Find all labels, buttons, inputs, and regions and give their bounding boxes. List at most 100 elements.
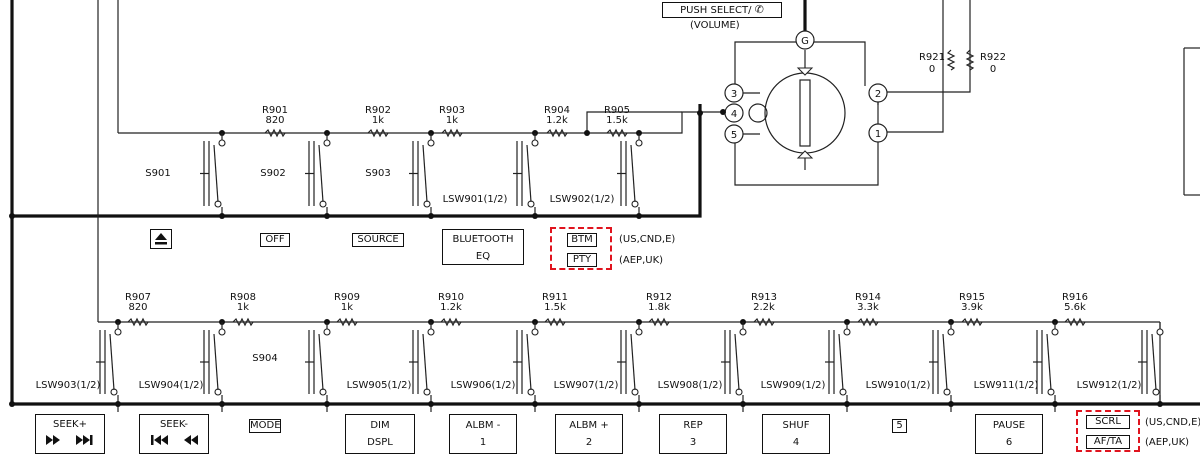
switch-label: LSW908(1/2) xyxy=(658,380,723,391)
resistor-value: 5.6k xyxy=(1064,302,1086,313)
switch-2 xyxy=(305,133,331,216)
bottom-switch-9 xyxy=(929,322,955,404)
switch-label: LSW907(1/2) xyxy=(554,380,619,391)
switch-label: S902 xyxy=(260,168,285,179)
seek-minus-button-label: SEEK- xyxy=(139,414,209,454)
resistor-r903 xyxy=(441,128,463,138)
bottom-switch-9-part xyxy=(942,333,948,391)
push-select-button-label: PUSH SELECT/ ✆ xyxy=(662,2,782,18)
mode-button-label: MODE xyxy=(249,419,281,433)
junction-dot xyxy=(636,401,642,407)
junction-dot xyxy=(1157,401,1163,407)
switch-label: LSW906(1/2) xyxy=(451,380,516,391)
switch-4 xyxy=(513,133,539,216)
resistor-name: R901 xyxy=(262,105,288,116)
resistor-r908 xyxy=(232,317,254,327)
top-chain-to-pin4 xyxy=(640,111,723,134)
resistor-r907 xyxy=(127,317,149,327)
bottom-switch-8-part xyxy=(843,328,851,336)
resistor-r911 xyxy=(544,317,566,327)
resistor-r904 xyxy=(546,128,568,138)
resistor-value: 1.2k xyxy=(440,302,462,313)
switch-label: LSW903(1/2) xyxy=(36,380,101,391)
circuit-components xyxy=(9,30,1164,407)
switch-3-part xyxy=(422,144,428,203)
switch-label: LSW911(1/2) xyxy=(974,380,1039,391)
knob-pin-1-number: 1 xyxy=(875,129,881,140)
knob-pin-4-number: 4 xyxy=(731,109,737,120)
resistor-value: 820 xyxy=(265,115,284,126)
switch-label: LSW904(1/2) xyxy=(139,380,204,391)
bottom-switch-6-part xyxy=(635,328,643,336)
bottom-switch-8-part xyxy=(838,333,844,391)
switch-4-part xyxy=(531,139,539,147)
shuf-button-label: SHUF 4 xyxy=(762,414,830,454)
bottom-switch-7-part xyxy=(734,333,740,391)
resistor-name: R922 xyxy=(980,52,1006,63)
scrl-button-label: SCRL xyxy=(1086,415,1130,429)
junction-dot xyxy=(219,213,225,219)
volume-label: (VOLUME) xyxy=(690,20,740,31)
bottom-switch-4 xyxy=(409,322,435,404)
resistor-r916 xyxy=(1064,317,1086,327)
resistor-r901 xyxy=(264,128,286,138)
resistor-name: R912 xyxy=(646,292,672,303)
knob-pin-3-number: 3 xyxy=(731,89,737,100)
resistor-value: 1k xyxy=(372,115,384,126)
junction-dot xyxy=(9,213,15,219)
switch-2-part xyxy=(323,139,331,147)
knob-pin-g-number: G xyxy=(801,36,809,47)
top-ground-bus xyxy=(12,104,702,218)
switch-label: LSW905(1/2) xyxy=(347,380,412,391)
switch-1-part xyxy=(213,144,219,203)
bottom-switch-6-part xyxy=(630,333,636,391)
albm-plus-button-label: ALBM + 2 xyxy=(555,414,623,454)
resistor-r922 xyxy=(965,49,975,71)
switch-3 xyxy=(409,133,435,216)
switch-label: LSW902(1/2) xyxy=(550,194,615,205)
pause-button-label: PAUSE 6 xyxy=(975,414,1043,454)
knob-pin-2-number: 2 xyxy=(875,89,881,100)
seek-plus-button-label: SEEK+ xyxy=(35,414,105,454)
resistor-r921 xyxy=(946,49,956,71)
resistor-name: R905 xyxy=(604,105,630,116)
resistor-value: 0 xyxy=(929,64,935,75)
junction-dot xyxy=(532,213,538,219)
resistor-value: 2.2k xyxy=(753,302,775,313)
btm-button-label: BTM xyxy=(567,233,597,247)
bottom-switch-1-part xyxy=(109,333,115,391)
resistor-r910 xyxy=(440,317,462,327)
switch-1-part xyxy=(218,139,226,147)
junction-dot xyxy=(324,213,330,219)
scrl-region-text: (US,CND,E) xyxy=(1145,417,1200,428)
five-button-label: 5 xyxy=(892,419,907,433)
resistor-r905 xyxy=(606,128,628,138)
switch-label: S904 xyxy=(252,353,277,364)
rep-button-label: REP 3 xyxy=(659,414,727,454)
resistor-value: 1k xyxy=(446,115,458,126)
switch-label: LSW912(1/2) xyxy=(1077,380,1142,391)
resistor-r913 xyxy=(753,317,775,327)
bottom-switch-6 xyxy=(617,322,643,404)
resistor-value: 1.2k xyxy=(546,115,568,126)
resistor-value: 1k xyxy=(237,302,249,313)
off-button-label: OFF xyxy=(260,233,290,247)
scrl-afta-region-box xyxy=(1076,410,1140,452)
switch-label: S903 xyxy=(365,168,390,179)
bottom-switch-8 xyxy=(825,322,851,404)
resistor-name: R913 xyxy=(751,292,777,303)
bottom-switch-7 xyxy=(721,322,747,404)
circuit-wires xyxy=(10,0,1200,412)
knob-bottom-frame xyxy=(734,140,879,186)
pty-button-label: PTY xyxy=(567,253,597,267)
prev-track-icon xyxy=(151,435,198,445)
junction-dot xyxy=(428,401,434,407)
knob-pin-1 xyxy=(868,123,888,143)
junction-dot xyxy=(324,401,330,407)
btm-region-text: (US,CND,E) xyxy=(619,234,676,245)
btm-pty-region-box xyxy=(550,227,612,270)
bottom-switch-11-part xyxy=(1151,333,1157,391)
bottom-switch-4-part xyxy=(422,333,428,391)
junction-dot xyxy=(428,213,434,219)
